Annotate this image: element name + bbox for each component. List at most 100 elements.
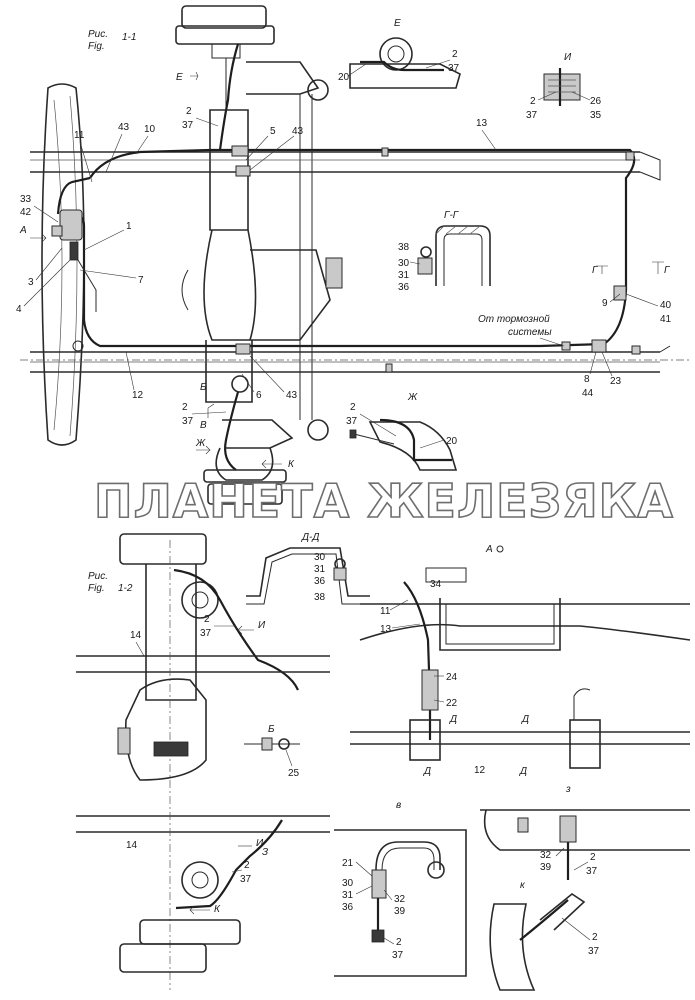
callout-21: 21 (342, 858, 354, 869)
callout-20a: 20 (338, 72, 350, 83)
figure-2-number: 1-2 (118, 583, 133, 594)
callout-37c: 37 (526, 110, 538, 121)
callout-39a: 39 (394, 906, 406, 917)
section-mark-i-low1: И (258, 620, 266, 631)
callout-35: 35 (590, 110, 602, 121)
section-mark-i-low2: И (256, 838, 264, 849)
callout-37g: 37 (240, 874, 252, 885)
callout-23: 23 (610, 376, 622, 387)
figure-1-label-en: Fig. (88, 41, 105, 52)
callout-14a: 14 (130, 630, 142, 641)
detail-k-title: к (520, 880, 526, 891)
detail-i-title: И (564, 52, 572, 63)
steering-linkage-bottom (203, 375, 329, 505)
callout-37j: 37 (588, 946, 600, 957)
callout-33: 33 (20, 194, 32, 205)
detail-view-z: з 32 39 2 37 (480, 784, 690, 880)
section-gg-title: Г-Г (444, 210, 460, 221)
detail-v-title: в (396, 800, 401, 811)
callout-1: 1 (126, 221, 132, 232)
upper-wheel (175, 5, 275, 151)
section-mark-z-low: З (262, 847, 268, 858)
section-mark-d4: Д (519, 766, 527, 777)
callout-2g: 2 (244, 860, 250, 871)
note-brake-line2: системы (508, 327, 552, 338)
callout-37i: 37 (586, 866, 598, 877)
figure-1-label-ru: Рис. (88, 29, 108, 40)
callout-2e: 2 (350, 402, 356, 413)
callout-42: 42 (20, 207, 32, 218)
callout-31c: 31 (342, 890, 354, 901)
callout-37f: 37 (200, 628, 212, 639)
detail-view-v: в 21 30 31 36 32 39 2 37 (334, 800, 467, 977)
callout-37e: 37 (346, 416, 358, 427)
figure-2-label-en: Fig. (88, 583, 105, 594)
callout-4: 4 (16, 304, 22, 315)
callout-6: 6 (256, 390, 262, 401)
steering-linkage-top (246, 61, 329, 420)
callout-37h: 37 (392, 950, 404, 961)
front-wheel (41, 83, 85, 446)
air-line-upper-branch (56, 176, 91, 215)
detail-view-k: к 2 37 (489, 880, 600, 991)
section-mark-g2: Г (664, 265, 671, 276)
callout-8: 8 (584, 374, 590, 385)
callout-30a: 30 (398, 258, 410, 269)
figure-2-label-ru: Рис. (88, 571, 108, 582)
callout-31a: 31 (398, 270, 410, 281)
callout-14b: 14 (126, 840, 138, 851)
section-mark-v: В (200, 420, 207, 431)
callout-38a: 38 (398, 242, 410, 253)
callout-36b: 36 (314, 576, 326, 587)
note-brake-line1: От тормозной (478, 314, 550, 325)
front-axle-housing (181, 109, 343, 403)
section-mark-b: Б (200, 382, 207, 393)
figure-1-number: 1-1 (122, 32, 136, 43)
callout-7: 7 (138, 275, 144, 286)
section-mark-e: Е (176, 72, 183, 83)
detail-view-i: И 2 37 26 35 (526, 52, 602, 121)
callouts-figure-1: 11 43 10 13 5 43 2 37 33 42 1 3 4 7 (16, 106, 672, 427)
callout-2j: 2 (592, 932, 598, 943)
callout-30b: 30 (314, 552, 326, 563)
callout-3: 3 (28, 277, 34, 288)
callout-13a: 13 (476, 118, 488, 129)
callout-9: 9 (602, 298, 608, 309)
air-line-13 (82, 148, 636, 348)
detail-view-zh: Ж 2 37 20 (346, 392, 458, 471)
section-view-d-d: Д-Д 30 31 36 38 (246, 532, 370, 605)
section-mark-d3: Д (423, 766, 431, 777)
callout-30c: 30 (342, 878, 354, 889)
section-mark-k-low: К (214, 904, 221, 915)
callout-31b: 31 (314, 564, 326, 575)
callout-13b: 13 (380, 624, 392, 635)
callout-12a: 12 (132, 390, 144, 401)
section-view-g-g: Г-Г 38 30 31 36 (398, 210, 491, 293)
detail-view-e: Е 20 2 37 (338, 18, 461, 89)
figure-1-1-chassis: Рис. 1-1 Fig. (16, 5, 690, 505)
detail-b-title: Б (268, 724, 275, 735)
watermark-text: ПЛАНЕТА ЖЕЛЕЗЯКА (94, 474, 674, 528)
section-mark-d2: Д (521, 714, 529, 725)
callout-10: 10 (144, 124, 156, 135)
callout-32b: 32 (540, 850, 552, 861)
callout-43a: 43 (118, 122, 130, 133)
callout-43b: 43 (292, 126, 304, 137)
wheel-valve-block (51, 209, 97, 352)
section-dd-title: Д-Д (301, 532, 319, 543)
callout-24: 24 (446, 672, 458, 683)
callout-11b: 11 (380, 606, 391, 617)
callout-2c: 2 (530, 96, 536, 107)
callout-43c: 43 (286, 390, 298, 401)
callout-2i: 2 (590, 852, 596, 863)
figure-1-2-rear-axle: Рис. Fig. 1-2 14 2 37 И 14 2 37 (76, 533, 330, 990)
callout-11a: 11 (74, 130, 85, 141)
detail-a-title: А (485, 544, 493, 555)
detail-view-a: А 34 11 13 24 22 12 Д Д Д Д (350, 544, 691, 777)
section-mark-a: А (19, 225, 27, 236)
callout-36c: 36 (342, 902, 354, 913)
callout-34: 34 (430, 579, 442, 590)
detail-zh-title: Ж (407, 392, 418, 403)
callout-2f: 2 (204, 614, 210, 625)
